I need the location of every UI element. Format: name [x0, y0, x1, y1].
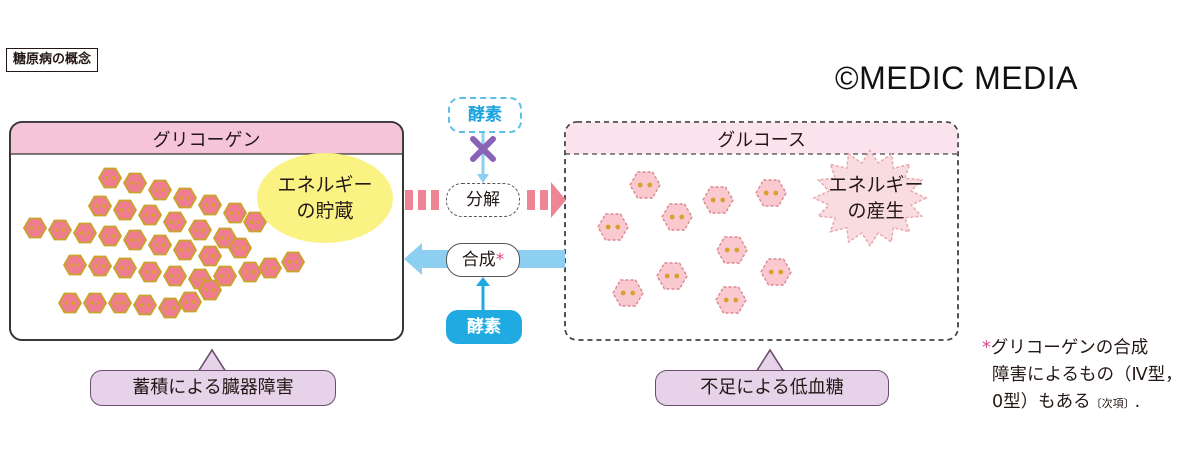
production-label: エネルギー の産生: [808, 172, 944, 224]
synthesis-text: 合成: [461, 250, 496, 270]
enzyme-bottom-arrowhead: [476, 277, 490, 286]
footnote-line2: 障害によるもの（Ⅳ型，: [992, 365, 1183, 385]
glycogen-unit: [122, 229, 148, 251]
synthesis-label: 合成*: [446, 243, 520, 277]
right-callout-pointer: [754, 348, 786, 373]
glucose-molecule: [661, 203, 693, 231]
decomposition-arrow: [405, 182, 566, 218]
glycogen-unit: [197, 245, 223, 267]
footnote-end: .: [1134, 392, 1141, 412]
footnote-line3: 0型）もある〔次項〕.: [982, 389, 1197, 417]
right-callout: 不足による低血糖: [655, 370, 889, 406]
glycogen-unit: [237, 261, 263, 283]
glucose-molecule: [656, 262, 688, 290]
glycogen-unit: [82, 292, 108, 314]
glycogen-unit: [137, 261, 163, 283]
footnote-text-1: グリコーゲンの合成: [990, 338, 1149, 358]
glycogen-unit: [280, 251, 306, 273]
decomposition-label: 分解: [446, 183, 520, 217]
storage-bubble: [257, 153, 393, 243]
glycogen-unit: [122, 172, 148, 194]
enzyme-top-label: 酵素: [448, 97, 522, 133]
glycogen-unit: [132, 294, 158, 316]
glycogen-unit: [147, 234, 173, 256]
glycogen-unit: [197, 194, 223, 216]
glucose-molecule: [629, 171, 661, 199]
production-burst: [812, 149, 928, 247]
glucose-molecule: [702, 186, 734, 214]
glycogen-unit: [242, 211, 268, 233]
glucose-molecule: [755, 179, 787, 207]
storage-label-line2: の貯蔵: [296, 200, 354, 222]
synthesis-asterisk: *: [495, 250, 505, 270]
production-label-line2: の産生: [847, 200, 905, 222]
glycogen-unit: [257, 257, 283, 279]
left-callout-pointer: [196, 348, 228, 373]
glycogen-unit: [227, 237, 253, 259]
glycogen-unit: [87, 195, 113, 217]
footnote-ref: 〔次項〕: [1090, 397, 1135, 410]
glycogen-unit: [62, 254, 88, 276]
glycogen-unit: [112, 257, 138, 279]
footnote-line1: *グリコーゲンの合成: [982, 335, 1197, 362]
glycogen-unit: [97, 225, 123, 247]
glycogen-unit: [112, 199, 138, 221]
glycogen-unit: [97, 167, 123, 189]
glucose-molecule: [715, 286, 747, 314]
glycogen-unit: [157, 297, 183, 319]
enzyme-top-arrowhead: [477, 174, 489, 183]
glycogen-unit: [187, 219, 213, 241]
glycogen-unit: [212, 265, 238, 287]
glycogen-unit: [147, 179, 173, 201]
glycogen-unit: [177, 291, 203, 313]
storage-label-line1: エネルギー: [277, 174, 373, 196]
glycogen-unit: [107, 292, 133, 314]
figure-title: 糖原病の概念: [6, 48, 99, 72]
glucose-molecule: [716, 236, 748, 264]
copyright-text: ©MEDIC MEDIA: [835, 60, 1078, 96]
glycogen-unit: [197, 279, 223, 301]
glycogen-unit: [162, 211, 188, 233]
footnote-text-3: 0型）もある: [992, 392, 1091, 412]
footnote-asterisk: *: [982, 338, 991, 358]
glucose-molecules: [597, 171, 792, 314]
glucose-title: グルコース: [717, 130, 806, 151]
glycogen-unit: [72, 222, 98, 244]
production-label-line1: エネルギー: [828, 174, 924, 196]
left-callout: 蓄積による臓器障害: [90, 370, 336, 406]
glycogen-unit: [162, 265, 188, 287]
glycogen-unit: [87, 255, 113, 277]
footnote: *グリコーゲンの合成 障害によるもの（Ⅳ型， 0型）もある〔次項〕.: [982, 335, 1197, 417]
glycogen-unit: [172, 187, 198, 209]
glycogen-chains: [22, 167, 306, 319]
glycogen-title: グリコーゲン: [152, 130, 261, 151]
glucose-molecule: [597, 213, 629, 241]
glycogen-unit: [137, 204, 163, 226]
storage-label: エネルギー の貯蔵: [257, 172, 393, 224]
glucose-molecule: [760, 258, 792, 286]
glucose-molecule: [612, 279, 644, 307]
enzyme-bottom-label: 酵素: [446, 310, 522, 344]
glycogen-unit: [57, 292, 83, 314]
glycogen-unit: [22, 217, 48, 239]
inhibition-x-icon: [470, 136, 496, 162]
glycogen-unit: [172, 239, 198, 261]
glycogen-unit: [222, 202, 248, 224]
glycogen-unit: [47, 219, 73, 241]
